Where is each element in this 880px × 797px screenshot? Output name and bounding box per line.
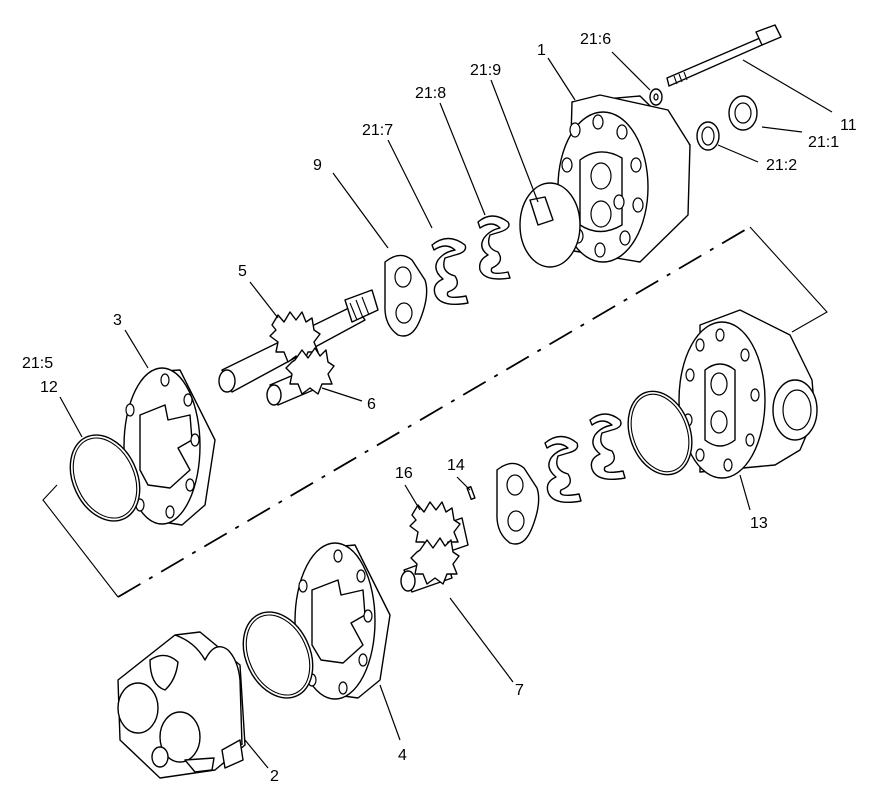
callout-6: 6 <box>367 396 376 413</box>
part-3-gear-housing <box>123 367 216 526</box>
wire-seal-lower-1 <box>589 413 626 481</box>
callout-3: 3 <box>113 312 122 329</box>
callout-1: 1 <box>537 42 546 59</box>
part-21-8-wire-seal <box>477 215 511 280</box>
wire-seal-lower-2 <box>544 435 582 504</box>
part-6-idler-gear <box>266 347 335 406</box>
leader-lines <box>59 51 833 769</box>
part-12-o-ring <box>69 434 141 522</box>
part-21-1-seal <box>728 95 758 131</box>
part-2-rear-cover <box>117 631 246 779</box>
callout-14: 14 <box>447 457 465 474</box>
callout-21-8: 21:8 <box>415 85 446 102</box>
callout-21-6: 21:6 <box>580 31 611 48</box>
part-21-9-seal-plate <box>519 182 581 268</box>
part-21-7-wire-seal <box>431 237 469 306</box>
callout-13: 13 <box>750 515 768 532</box>
callout-7: 7 <box>515 682 524 699</box>
o-ring-lower-left <box>242 611 314 699</box>
callout-9: 9 <box>313 157 322 174</box>
callout-12: 12 <box>40 379 58 396</box>
part-4-gear-housing <box>294 542 391 700</box>
o-ring-lower-right <box>627 390 693 476</box>
callout-21-1: 21:1 <box>808 134 839 151</box>
callout-5: 5 <box>238 263 247 280</box>
callout-2: 2 <box>270 768 279 785</box>
wear-plate-lower <box>496 462 540 545</box>
part-5-drive-gear-shaft <box>218 289 379 393</box>
part-13-rear-housing <box>678 309 818 479</box>
part-9-wear-plate <box>384 254 428 337</box>
callout-4: 4 <box>398 747 407 764</box>
callout-16: 16 <box>395 465 413 482</box>
callout-21-7: 21:7 <box>362 122 393 139</box>
callout-labels: 1 21:6 11 21:1 21:2 21:9 21:8 21:7 9 5 3… <box>22 31 857 785</box>
alignment-lines <box>42 226 828 598</box>
part-21-2-ring <box>696 121 720 151</box>
callout-21-5: 21:5 <box>22 355 53 372</box>
callout-11: 11 <box>840 117 857 134</box>
callout-21-9: 21:9 <box>470 62 501 79</box>
part-11-bolt <box>666 24 782 87</box>
part-7-gear <box>400 537 460 593</box>
part-16-idler-gear <box>409 501 469 557</box>
callout-21-2: 21:2 <box>766 157 797 174</box>
